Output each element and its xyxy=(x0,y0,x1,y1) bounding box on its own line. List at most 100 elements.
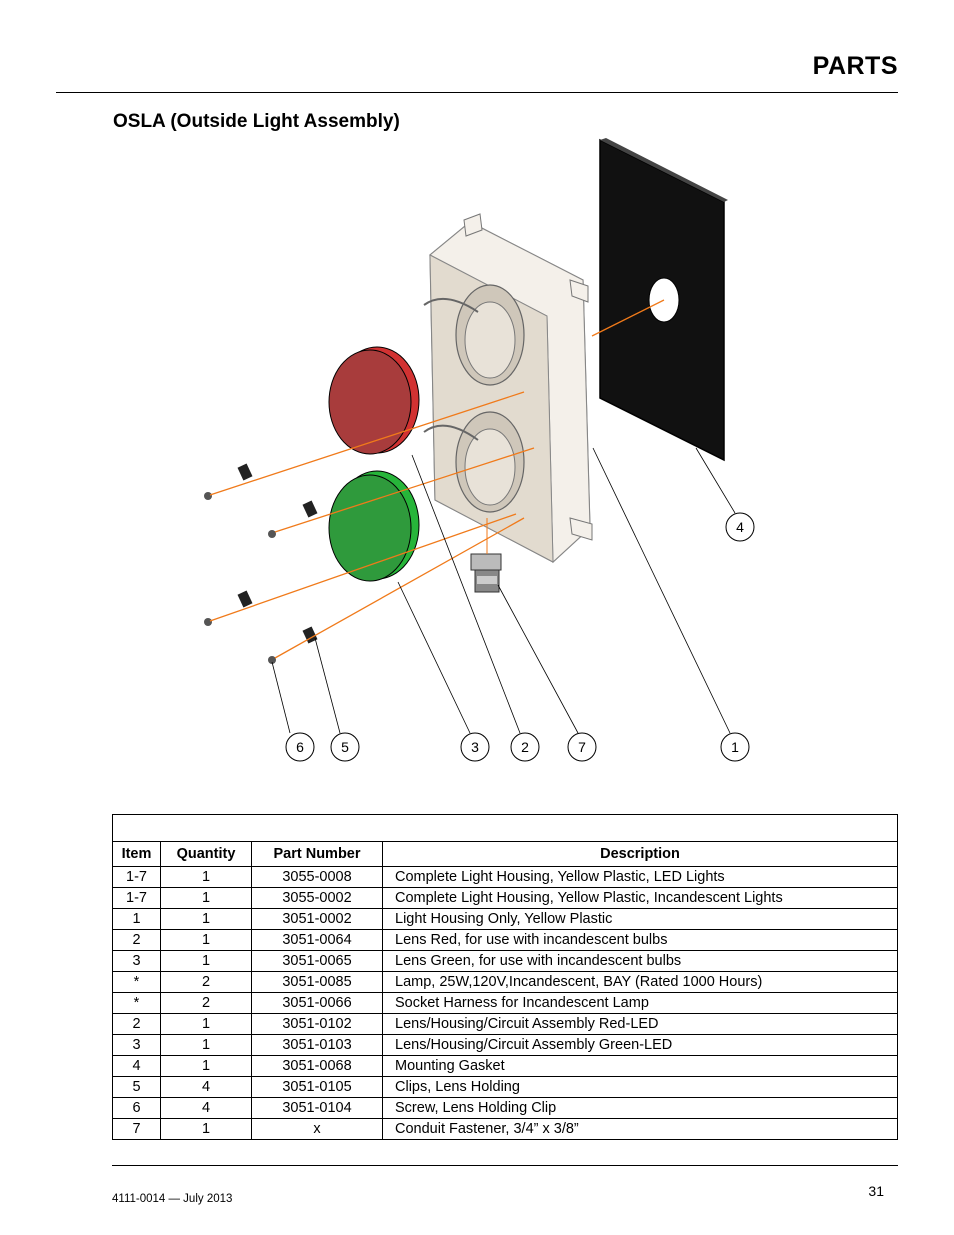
cell-part-number: 3051-0085 xyxy=(251,971,383,993)
cell-item: 4 xyxy=(112,1055,161,1077)
red-lens xyxy=(328,346,420,455)
footer-divider xyxy=(112,1165,898,1166)
cell-quantity: 1 xyxy=(160,1055,252,1077)
cell-item: 3 xyxy=(112,950,161,972)
parts-table: Item Quantity Part Number Description 1-… xyxy=(112,814,898,1140)
cell-item: 6 xyxy=(112,1097,161,1119)
cell-quantity: 2 xyxy=(160,971,252,993)
callout-3-label: 3 xyxy=(471,739,479,755)
cell-quantity: 4 xyxy=(160,1076,252,1098)
exploded-parts-diagram: 6 5 3 2 7 1 4 xyxy=(204,138,755,762)
cell-quantity: 1 xyxy=(160,1118,252,1140)
document-id: 4111-0014 — July 2013 xyxy=(112,1193,233,1205)
cell-part-number: 3051-0105 xyxy=(251,1076,383,1098)
cell-item: 2 xyxy=(112,929,161,951)
cell-part-number: x xyxy=(251,1118,383,1140)
cell-part-number: 3051-0002 xyxy=(251,908,383,930)
callout-5: 5 xyxy=(330,732,360,762)
callout-5-label: 5 xyxy=(341,739,349,755)
cell-quantity: 1 xyxy=(160,1034,252,1056)
cell-item: 3 xyxy=(112,1034,161,1056)
cell-part-number: 3051-0065 xyxy=(251,950,383,972)
cell-description: Lens Green, for use with incandescent bu… xyxy=(382,950,898,972)
callout-6: 6 xyxy=(285,732,315,762)
conduit-fastener xyxy=(470,518,502,593)
column-header-quantity: Quantity xyxy=(160,841,252,867)
cell-item: * xyxy=(112,971,161,993)
cell-part-number: 3051-0103 xyxy=(251,1034,383,1056)
callout-3: 3 xyxy=(460,732,490,762)
cell-description: Light Housing Only, Yellow Plastic xyxy=(382,908,898,930)
column-header-part-number: Part Number xyxy=(251,841,383,867)
cell-item: 1-7 xyxy=(112,866,161,888)
cell-description: Lens Red, for use with incandescent bulb… xyxy=(382,929,898,951)
cell-item: 5 xyxy=(112,1076,161,1098)
cell-item: 1-7 xyxy=(112,887,161,909)
cell-part-number: 3051-0102 xyxy=(251,1013,383,1035)
cell-description: Clips, Lens Holding xyxy=(382,1076,898,1098)
callout-2: 2 xyxy=(510,732,540,762)
callout-4: 4 xyxy=(725,512,755,542)
callout-6-label: 6 xyxy=(296,739,304,755)
page-header-title: PARTS xyxy=(812,52,898,80)
callout-7-label: 7 xyxy=(578,739,586,755)
cell-quantity: 2 xyxy=(160,992,252,1014)
cell-part-number: 3051-0068 xyxy=(251,1055,383,1077)
section-title: OSLA (Outside Light Assembly) xyxy=(113,111,400,132)
cell-part-number: 3051-0066 xyxy=(251,992,383,1014)
header-divider xyxy=(56,92,898,93)
cell-description: Lens/Housing/Circuit Assembly Green-LED xyxy=(382,1034,898,1056)
cell-item: 7 xyxy=(112,1118,161,1140)
cell-quantity: 1 xyxy=(160,1013,252,1035)
cell-part-number: 3051-0104 xyxy=(251,1097,383,1119)
callout-1-label: 1 xyxy=(731,739,739,755)
green-lens xyxy=(328,470,420,582)
table-title-row xyxy=(112,814,898,842)
callout-4-label: 4 xyxy=(736,519,744,535)
clips-and-screws xyxy=(204,463,318,664)
cell-quantity: 1 xyxy=(160,866,252,888)
cell-description: Mounting Gasket xyxy=(382,1055,898,1077)
cell-item: 1 xyxy=(112,908,161,930)
column-header-description: Description xyxy=(382,841,898,867)
callout-2-label: 2 xyxy=(521,739,529,755)
column-header-item: Item xyxy=(112,841,161,867)
cell-description: Complete Light Housing, Yellow Plastic, … xyxy=(382,887,898,909)
cell-quantity: 1 xyxy=(160,950,252,972)
light-housing xyxy=(423,213,593,564)
cell-quantity: 1 xyxy=(160,887,252,909)
page-number: 31 xyxy=(868,1183,884,1199)
cell-quantity: 1 xyxy=(160,908,252,930)
mounting-gasket xyxy=(599,138,728,462)
cell-description: Screw, Lens Holding Clip xyxy=(382,1097,898,1119)
cell-quantity: 1 xyxy=(160,929,252,951)
cell-part-number: 3055-0002 xyxy=(251,887,383,909)
cell-description: Socket Harness for Incandescent Lamp xyxy=(382,992,898,1014)
cell-quantity: 4 xyxy=(160,1097,252,1119)
cell-item: 2 xyxy=(112,1013,161,1035)
cell-item: * xyxy=(112,992,161,1014)
cell-part-number: 3055-0008 xyxy=(251,866,383,888)
callout-1: 1 xyxy=(720,732,750,762)
cell-description: Conduit Fastener, 3/4” x 3/8” xyxy=(382,1118,898,1140)
cell-description: Lamp, 25W,120V,Incandescent, BAY (Rated … xyxy=(382,971,898,993)
callout-leader-lines xyxy=(271,447,736,734)
cell-description: Complete Light Housing, Yellow Plastic, … xyxy=(382,866,898,888)
callout-7: 7 xyxy=(567,732,597,762)
table-header-row: Item Quantity Part Number Description xyxy=(112,841,898,867)
cell-part-number: 3051-0064 xyxy=(251,929,383,951)
assembly-leader-lines xyxy=(209,299,665,659)
